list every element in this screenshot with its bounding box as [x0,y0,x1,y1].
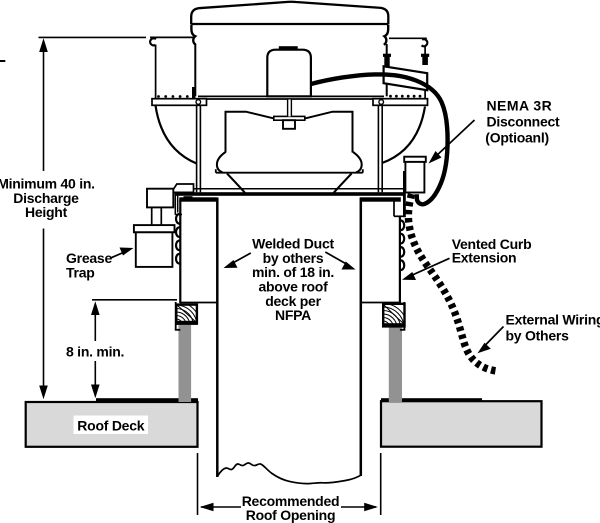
svg-text:above roof: above roof [258,279,328,295]
svg-text:NFPA: NFPA [275,307,311,323]
svg-text:Grease: Grease [66,250,112,266]
svg-text:Height: Height [25,204,68,220]
svg-text:deck per: deck per [265,293,321,309]
svg-text:min. of 18 in.: min. of 18 in. [252,264,334,280]
svg-text:NEMA 3R: NEMA 3R [487,98,553,114]
svg-text:External Wiring: External Wiring [506,311,600,327]
svg-text:Vented Curb: Vented Curb [452,236,532,252]
svg-text:Extension: Extension [452,249,517,265]
svg-text:Minimum 40 in.: Minimum 40 in. [0,176,95,192]
svg-text:Recommended: Recommended [242,493,340,509]
svg-text:Disconnect: Disconnect [487,114,561,130]
svg-text:(Optioanl): (Optioanl) [485,129,549,145]
svg-text:Roof Deck: Roof Deck [77,417,144,433]
svg-text:Discharge: Discharge [13,190,79,206]
svg-text:8 in. min.: 8 in. min. [66,343,124,359]
svg-text:Welded Duct: Welded Duct [252,236,334,252]
svg-text:Trap: Trap [66,264,95,280]
svg-text:by Others: by Others [506,327,570,343]
svg-text:Roof Opening: Roof Opening [246,507,336,523]
svg-text:by others: by others [263,250,324,266]
